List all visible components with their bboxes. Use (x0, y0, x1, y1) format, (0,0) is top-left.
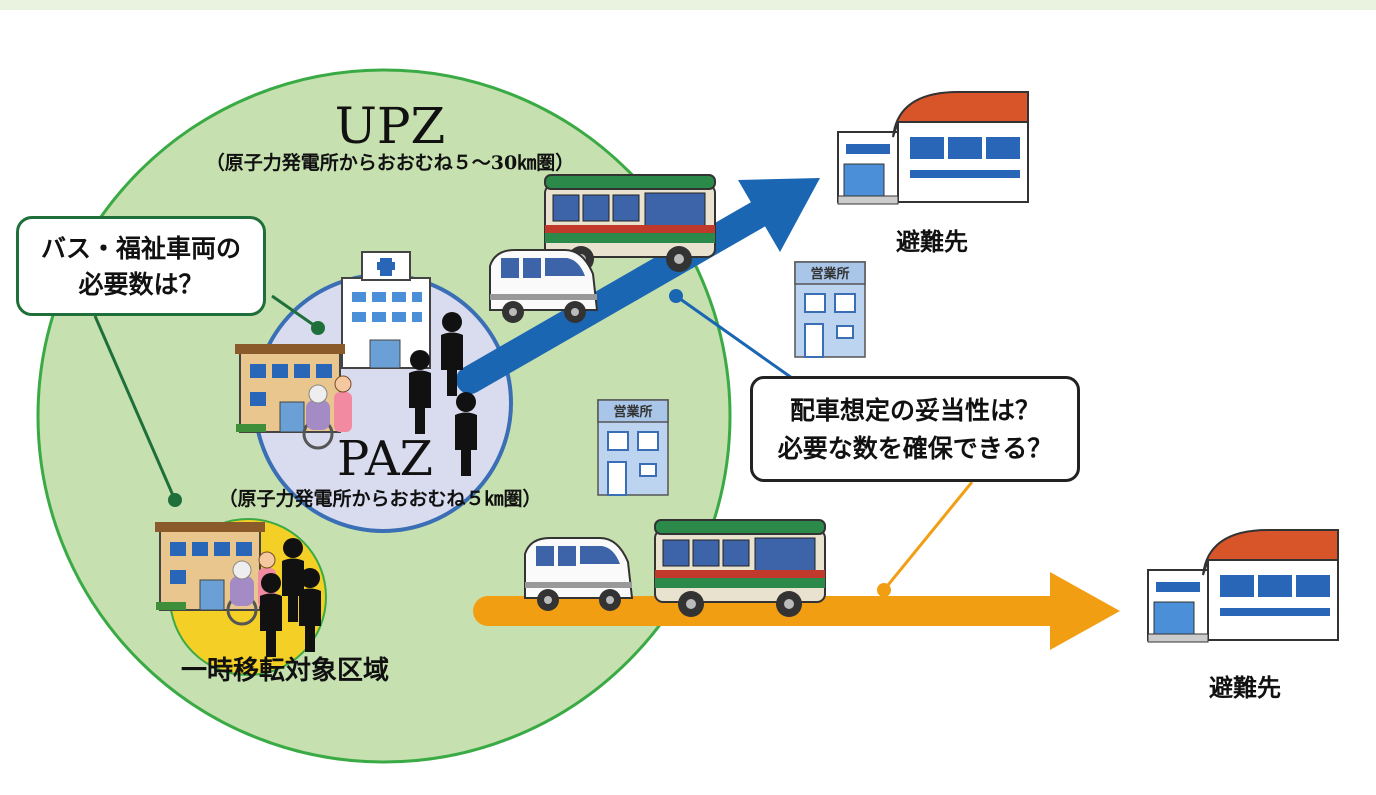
upz-title: UPZ (334, 97, 446, 155)
bus-office-icon: 営業所 (597, 399, 669, 496)
connector-green-1 (271, 294, 325, 335)
callout-line: 必要な数を確保できる？ (777, 434, 1053, 463)
office-sign: 営業所 (810, 266, 849, 282)
shelter-label: 避難先 (1209, 674, 1281, 702)
shelter-label: 避難先 (896, 228, 968, 256)
paz-subtitle: （原子力発電所からおおむね５㎞圏） (218, 488, 542, 510)
upz-subtitle: （原子力発電所からおおむね５～30㎞圏） (205, 152, 575, 174)
connector-orange (877, 481, 974, 597)
dispatch-validity-callout: 配車想定の妥当性は？ 必要な数を確保できる？ (750, 376, 1080, 482)
vehicle-need-callout: バス・福祉車両の 必要数は？ (16, 216, 266, 316)
connector-blue (669, 289, 793, 380)
paz-title: PAZ (337, 431, 433, 487)
shelter-building-icon (837, 91, 1029, 205)
shelter-building-icon (1147, 529, 1339, 643)
office-sign: 営業所 (613, 404, 652, 420)
top-band (0, 0, 1376, 10)
callout-line: 配車想定の妥当性は？ (789, 396, 1040, 425)
bus-icon (654, 519, 826, 618)
connector-green-2 (93, 315, 182, 507)
relocation-zone-label: 一時移転対象区域 (180, 656, 389, 686)
callout-line: 必要数は？ (78, 270, 204, 299)
bus-office-icon: 営業所 (794, 261, 866, 358)
callout-line: バス・福祉車両の (40, 234, 241, 263)
orange-evacuation-arrow (473, 572, 1120, 650)
